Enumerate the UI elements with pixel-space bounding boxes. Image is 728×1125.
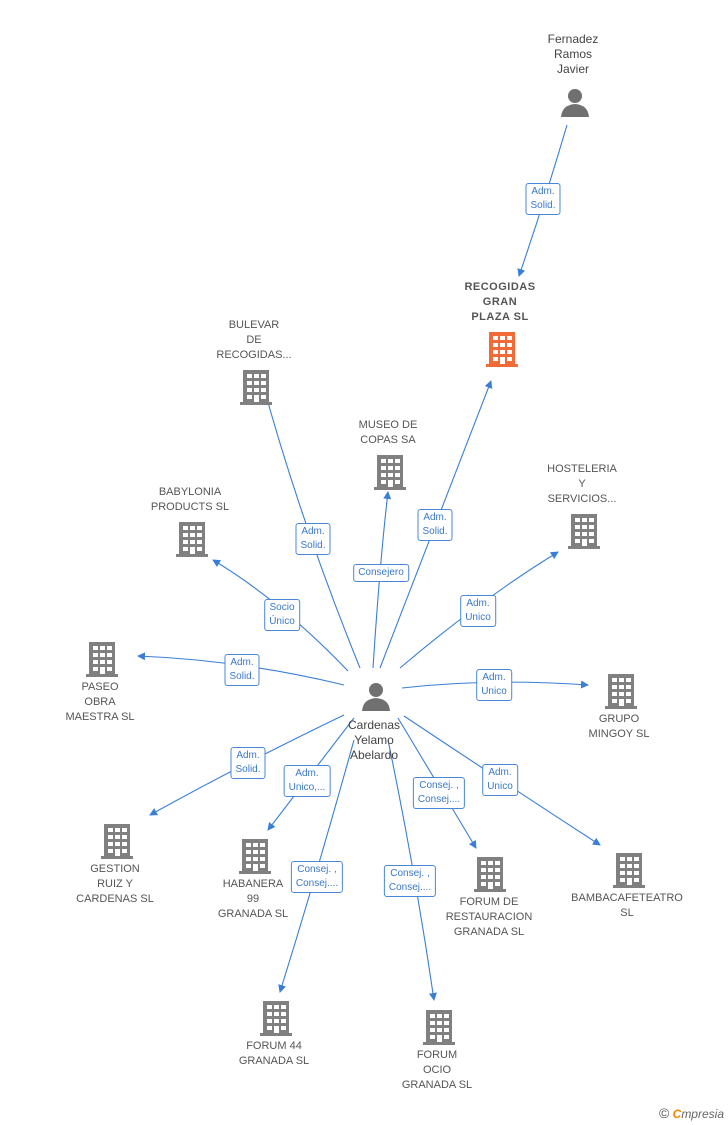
- building-icon[interactable]: [86, 641, 118, 677]
- brand-logo-letter: C: [672, 1107, 682, 1121]
- company-name-museo[interactable]: MUSEO DE COPAS SA: [358, 419, 418, 446]
- company-name-bambacafe[interactable]: BAMBACAFETEATRO SL: [571, 892, 683, 919]
- building-icon[interactable]: [613, 852, 645, 888]
- edge-label-bambacafe[interactable]: Adm. Unico: [482, 764, 518, 796]
- person-name-center[interactable]: Cardenas Yelamo Abelardo: [347, 718, 401, 762]
- person-icon[interactable]: [559, 86, 591, 118]
- building-icon[interactable]: [605, 673, 637, 709]
- edge-label-main[interactable]: Adm. Solid.: [417, 509, 453, 541]
- company-name-paseo[interactable]: PASEO OBRA MAESTRA SL: [65, 681, 135, 723]
- edge-label-forumocio[interactable]: Consej. , Consej....: [383, 865, 437, 897]
- edge-label-babylonia[interactable]: Socio Único: [264, 599, 300, 631]
- company-name-forum44[interactable]: FORUM 44 GRANADA SL: [238, 1040, 310, 1067]
- edge-label-gestion[interactable]: Adm. Solid.: [230, 747, 266, 779]
- building-icon[interactable]: [568, 513, 600, 549]
- edge-label-habanera[interactable]: Adm. Unico,...: [283, 765, 331, 797]
- edge-label-hosteleria[interactable]: Adm. Unico: [460, 595, 496, 627]
- company-name-babylonia[interactable]: BABYLONIA PRODUCTS SL: [150, 486, 230, 513]
- edge-label-museo[interactable]: Consejero: [353, 564, 409, 582]
- building-icon[interactable]: [374, 454, 406, 490]
- building-icon[interactable]: [474, 856, 506, 892]
- edge-label-forum44[interactable]: Consej. , Consej....: [290, 861, 344, 893]
- brand-logo-text: mpresia: [681, 1107, 724, 1121]
- edge-label-top-to-main[interactable]: Adm. Solid.: [525, 183, 561, 215]
- copyright-symbol: ©: [658, 1105, 670, 1121]
- company-name-forumocio[interactable]: FORUM OCIO GRANADA SL: [401, 1049, 473, 1091]
- building-icon[interactable]: [240, 369, 272, 405]
- company-name-hosteleria[interactable]: HOSTELERIA Y SERVICIOS...: [547, 463, 617, 505]
- edge-label-restauracion[interactable]: Consej. , Consej....: [412, 777, 466, 809]
- building-icon[interactable]: [486, 331, 518, 367]
- building-icon[interactable]: [423, 1009, 455, 1045]
- company-name-mingoy[interactable]: GRUPO MINGOY SL: [588, 713, 650, 740]
- company-name-habanera[interactable]: HABANERA 99 GRANADA SL: [217, 878, 289, 920]
- edge-label-paseo[interactable]: Adm. Solid.: [224, 654, 260, 686]
- person-icon[interactable]: [360, 680, 392, 712]
- building-icon[interactable]: [101, 823, 133, 859]
- building-icon[interactable]: [260, 1000, 292, 1036]
- edge-label-mingoy[interactable]: Adm. Unico: [476, 669, 512, 701]
- main-company-name[interactable]: RECOGIDAS GRAN PLAZA SL: [464, 281, 536, 323]
- edge-label-bulevar[interactable]: Adm. Solid.: [295, 523, 331, 555]
- company-name-bulevar[interactable]: BULEVAR DE RECOGIDAS...: [216, 319, 292, 361]
- edge-bulevar: [259, 380, 361, 669]
- building-icon[interactable]: [176, 521, 208, 557]
- person-name-top[interactable]: Fernadez Ramos Javier: [547, 32, 599, 76]
- company-name-gestion[interactable]: GESTION RUIZ Y CARDENAS SL: [76, 863, 154, 905]
- brand-footer: © Cmpresia: [659, 1105, 724, 1121]
- building-icon[interactable]: [239, 838, 271, 874]
- company-name-restauracion[interactable]: FORUM DE RESTAURACION GRANADA SL: [445, 896, 533, 938]
